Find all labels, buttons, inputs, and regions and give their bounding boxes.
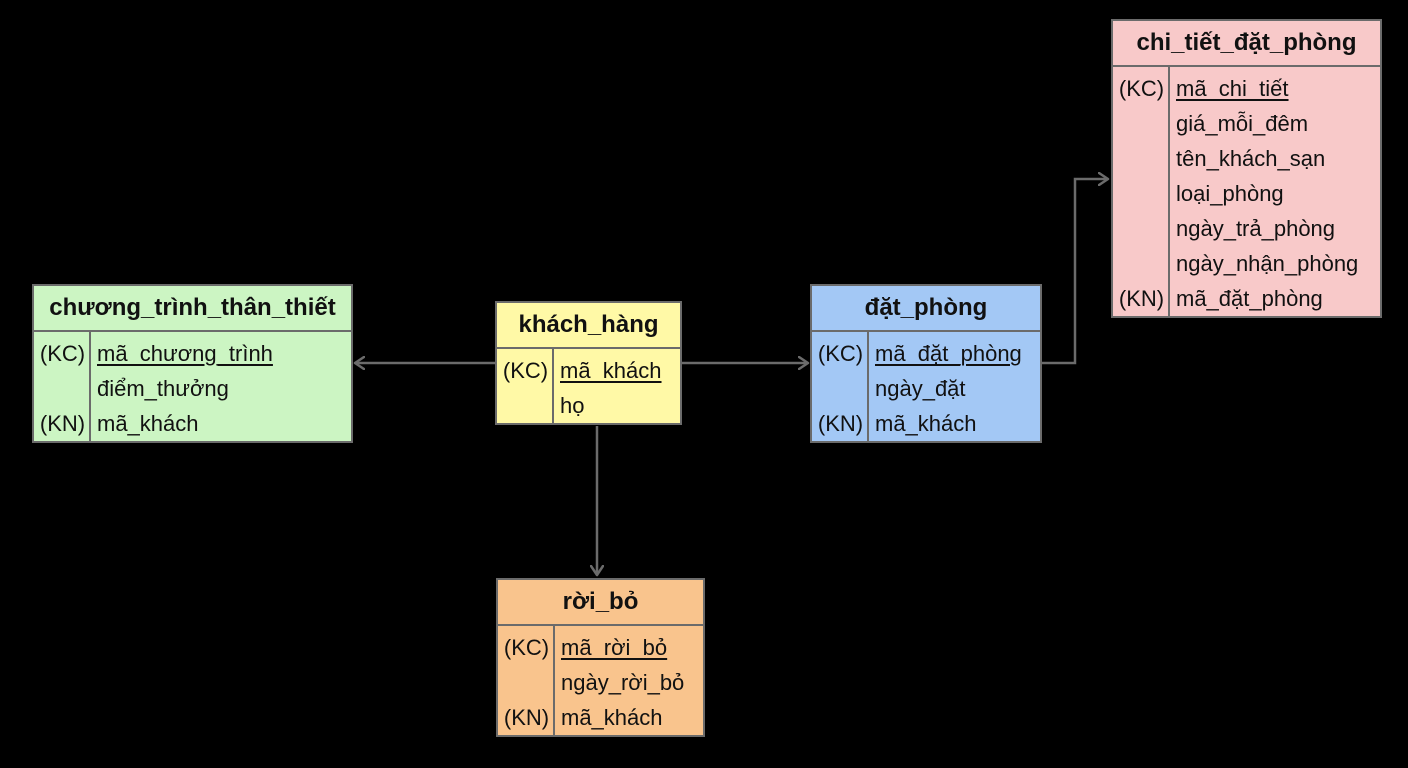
- attribute-name: mã_chương_trình: [97, 341, 273, 366]
- attribute-row: điểm_thưởng: [34, 371, 351, 406]
- attribute-key: (KC): [39, 341, 86, 366]
- attribute-key: (KC): [503, 635, 550, 660]
- key-column-divider: [553, 626, 555, 735]
- connector-dat-phong-to-chi-tiet: [1042, 179, 1108, 365]
- attribute-name: mã_đặt_phòng: [1176, 286, 1323, 311]
- attribute-row: ngày_trả_phòng: [1113, 211, 1380, 246]
- key-column-divider: [1168, 67, 1170, 316]
- entity-attributes: (KC) mã_chi_tiết giá_mỗi_đêm tên_khách_s…: [1113, 67, 1380, 316]
- entity-roi-bo[interactable]: rời_bỏ (KC) mã_rời_bỏ ngày_rời_bỏ (KN) m…: [496, 578, 705, 737]
- attribute-key: [1113, 106, 1170, 141]
- attribute-row: (KC) mã_chi_tiết: [1113, 71, 1380, 106]
- attribute-name: loại_phòng: [1176, 181, 1284, 206]
- attribute-row: (KC) mã_đặt_phòng: [812, 336, 1040, 371]
- entity-dat-phong[interactable]: đặt_phòng (KC) mã_đặt_phòng ngày_đặt (KN…: [810, 284, 1042, 443]
- attribute-name: giá_mỗi_đêm: [1176, 111, 1309, 136]
- attribute-row: (KN) mã_khách: [812, 406, 1040, 441]
- key-column-divider: [552, 349, 554, 423]
- attribute-row: giá_mỗi_đêm: [1113, 106, 1380, 141]
- attribute-key: (KN): [503, 705, 550, 730]
- key-column-divider: [867, 332, 869, 441]
- attribute-name: tên_khách_sạn: [1176, 146, 1326, 171]
- attribute-name: mã_khách: [560, 358, 662, 383]
- attribute-row: họ: [497, 388, 680, 423]
- attribute-name: mã_đặt_phòng: [875, 341, 1022, 366]
- attribute-row: (KC) mã_khách: [497, 353, 680, 388]
- entity-attributes: (KC) mã_chương_trình điểm_thưởng (KN) mã…: [34, 332, 351, 441]
- attribute-name: ngày_đặt: [875, 376, 966, 401]
- attribute-key: [1113, 176, 1170, 211]
- entity-chi-tiet-dat-phong[interactable]: chi_tiết_đặt_phòng (KC) mã_chi_tiết giá_…: [1111, 19, 1382, 318]
- attribute-key: (KN): [39, 411, 86, 436]
- attribute-key: [812, 371, 869, 406]
- entity-khach-hang[interactable]: khách_hàng (KC) mã_khách họ: [495, 301, 682, 425]
- attribute-key: (KC): [502, 358, 549, 383]
- attribute-key: (KC): [817, 341, 864, 366]
- attribute-row: (KN) mã_khách: [498, 700, 703, 735]
- attribute-row: ngày_rời_bỏ: [498, 665, 703, 700]
- entity-title: đặt_phòng: [812, 286, 1040, 332]
- entity-title: chương_trình_thân_thiết: [34, 286, 351, 332]
- attribute-key: (KN): [1118, 286, 1165, 311]
- attribute-name: ngày_trả_phòng: [1176, 216, 1336, 241]
- attribute-key: [1113, 246, 1170, 281]
- attribute-key: [1113, 211, 1170, 246]
- entity-attributes: (KC) mã_đặt_phòng ngày_đặt (KN) mã_khách: [812, 332, 1040, 441]
- entity-title: khách_hàng: [497, 303, 680, 349]
- attribute-name: ngày_nhận_phòng: [1176, 251, 1359, 276]
- attribute-row: (KN) mã_khách: [34, 406, 351, 441]
- entity-title: rời_bỏ: [498, 580, 703, 626]
- attribute-key: [497, 388, 554, 423]
- attribute-row: (KN) mã_đặt_phòng: [1113, 281, 1380, 316]
- attribute-row: ngày_nhận_phòng: [1113, 246, 1380, 281]
- entity-title: chi_tiết_đặt_phòng: [1113, 21, 1380, 67]
- entity-attributes: (KC) mã_rời_bỏ ngày_rời_bỏ (KN) mã_khách: [498, 626, 703, 735]
- attribute-name: ngày_rời_bỏ: [561, 670, 685, 695]
- attribute-name: họ: [560, 393, 585, 418]
- key-column-divider: [89, 332, 91, 441]
- attribute-row: ngày_đặt: [812, 371, 1040, 406]
- attribute-row: loại_phòng: [1113, 176, 1380, 211]
- attribute-name: mã_chi_tiết: [1176, 76, 1289, 101]
- attribute-row: (KC) mã_rời_bỏ: [498, 630, 703, 665]
- attribute-key: (KN): [817, 411, 864, 436]
- entity-chuong-trinh-than-thiet[interactable]: chương_trình_thân_thiết (KC) mã_chương_t…: [32, 284, 353, 443]
- attribute-name: mã_khách: [875, 411, 977, 436]
- attribute-key: [498, 665, 555, 700]
- attribute-row: tên_khách_sạn: [1113, 141, 1380, 176]
- entity-attributes: (KC) mã_khách họ: [497, 349, 680, 423]
- attribute-row: (KC) mã_chương_trình: [34, 336, 351, 371]
- attribute-name: mã_khách: [97, 411, 199, 436]
- attribute-key: (KC): [1118, 76, 1165, 101]
- attribute-key: [1113, 141, 1170, 176]
- attribute-key: [34, 371, 91, 406]
- attribute-name: mã_khách: [561, 705, 663, 730]
- attribute-name: điểm_thưởng: [97, 376, 229, 401]
- attribute-name: mã_rời_bỏ: [561, 635, 668, 660]
